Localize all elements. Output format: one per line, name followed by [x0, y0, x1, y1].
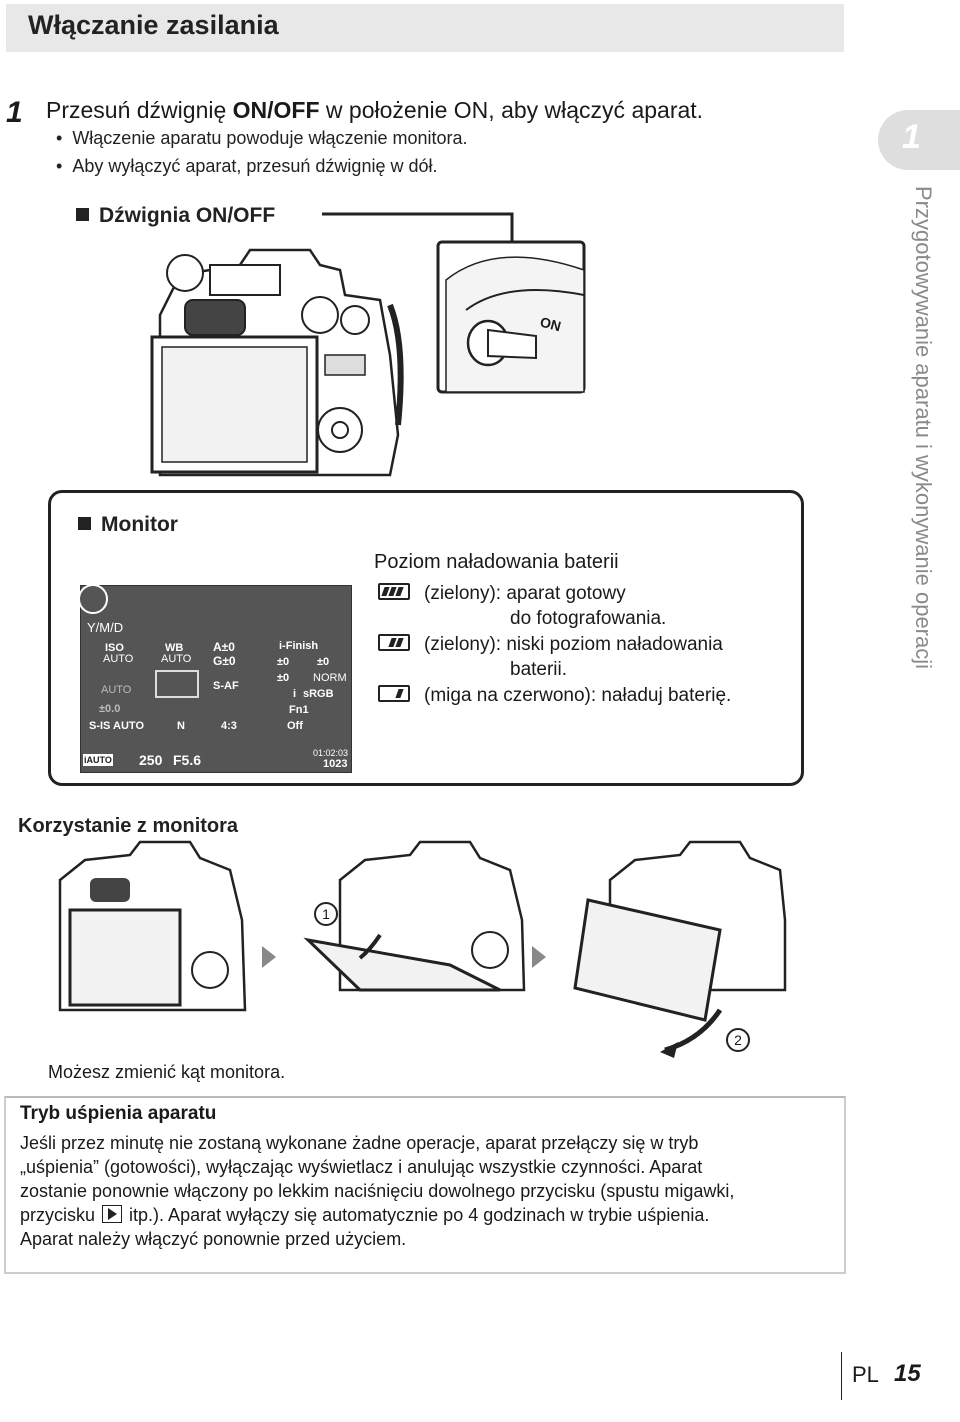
gradation-value: ±0	[277, 672, 290, 684]
iso-value: AUTO	[103, 653, 134, 665]
shots-remaining: 1023	[323, 758, 348, 770]
footer-divider	[841, 1352, 842, 1400]
shutter-speed: 250	[139, 752, 163, 768]
page-title: Włączanie zasilania	[28, 10, 279, 40]
g-value: G±0	[213, 654, 236, 668]
wb-label: WB	[165, 642, 184, 654]
battery-empty-icon	[378, 685, 410, 702]
image-size: N	[177, 720, 185, 732]
af-target-icon	[155, 670, 199, 698]
iso-label: ISO	[105, 642, 124, 654]
step-number: 1	[6, 96, 23, 129]
battery-low-item: (zielony): niski poziom naładowania	[378, 634, 723, 656]
fn1-label: Fn1	[289, 704, 309, 716]
face-priority: i	[293, 688, 297, 700]
af-mode: S-AF	[213, 680, 239, 692]
camera-back-illustration	[150, 248, 404, 477]
battery-indicator-highlight	[78, 584, 108, 614]
monitor-battery-frame	[48, 490, 804, 786]
sleep-note-body: Jeśli przez minutę nie zostaną wykonane …	[20, 1133, 735, 1249]
color-space: sRGB	[303, 688, 334, 700]
step-marker-2: 2	[726, 1028, 750, 1052]
next-step-arrow-1	[262, 946, 276, 968]
battery-low-icon	[378, 634, 410, 651]
flash-mode: AUTO	[101, 684, 132, 696]
playback-button-icon	[102, 1205, 123, 1223]
record-time: 01:02:03	[313, 748, 349, 758]
s-value: ±0	[277, 656, 290, 668]
chapter-number: 1	[902, 118, 921, 156]
monitor-angle-illustration-1	[58, 840, 247, 1012]
step-bullet-1: • Włączenie aparatu powoduje włączenie m…	[56, 128, 468, 148]
lever-heading: Dźwignia ON/OFF	[76, 204, 275, 228]
footer-language: PL	[852, 1362, 879, 1387]
battery-full-icon	[378, 583, 410, 600]
chapter-tab	[878, 110, 960, 170]
battery-full-cont: do fotografowania.	[510, 608, 667, 629]
step-instruction: Przesuń dźwignię ON/OFF w położenie ON, …	[46, 97, 704, 123]
monitor-angle-illustration-3	[573, 840, 787, 1058]
flash-comp: ±0.0	[99, 703, 121, 715]
battery-low-cont: baterii.	[510, 659, 568, 680]
mode-iauto: iAUTO	[83, 754, 113, 766]
stabilizer-mode: S-IS AUTO	[89, 720, 145, 732]
c-value: ±0	[317, 656, 330, 668]
ymd-label: Y/M/D	[87, 620, 124, 635]
aspect-ratio: 4:3	[221, 720, 237, 732]
battery-full-item: (zielony): aparat gotowy	[378, 583, 626, 605]
battery-empty-item: (miga na czerwono): naładuj baterię.	[378, 685, 731, 707]
ifinish-value: i-Finish	[279, 640, 319, 652]
monitor-heading: Monitor	[74, 513, 182, 537]
step-bullet-2: • Aby wyłączyć aparat, przesuń dźwignię …	[56, 156, 438, 176]
fn-off: Off	[287, 720, 303, 732]
sleep-note-box	[4, 1096, 846, 1274]
monitor-angle-illustration-2	[303, 840, 526, 992]
battery-title: Poziom naładowania baterii	[374, 551, 619, 573]
monitor-angle-caption: Możesz zmienić kąt monitora.	[48, 1062, 286, 1082]
wb-value: AUTO	[161, 653, 192, 665]
a-value: A±0	[213, 640, 235, 654]
quality-norm: NORM	[313, 672, 347, 684]
monitor-display: Y/M/D ISO AUTO WB AUTO A±0 G±0 i-Finish …	[80, 585, 352, 773]
title-bar	[6, 4, 844, 52]
lever-closeup-illustration	[436, 240, 586, 394]
page-number: 15	[894, 1360, 921, 1387]
step-marker-1: 1	[314, 902, 338, 926]
sleep-note-heading: Tryb uśpienia aparatu	[20, 1103, 217, 1124]
next-step-arrow-2	[532, 946, 546, 968]
using-monitor-heading: Korzystanie z monitora	[18, 815, 239, 837]
aperture: F5.6	[173, 752, 202, 768]
